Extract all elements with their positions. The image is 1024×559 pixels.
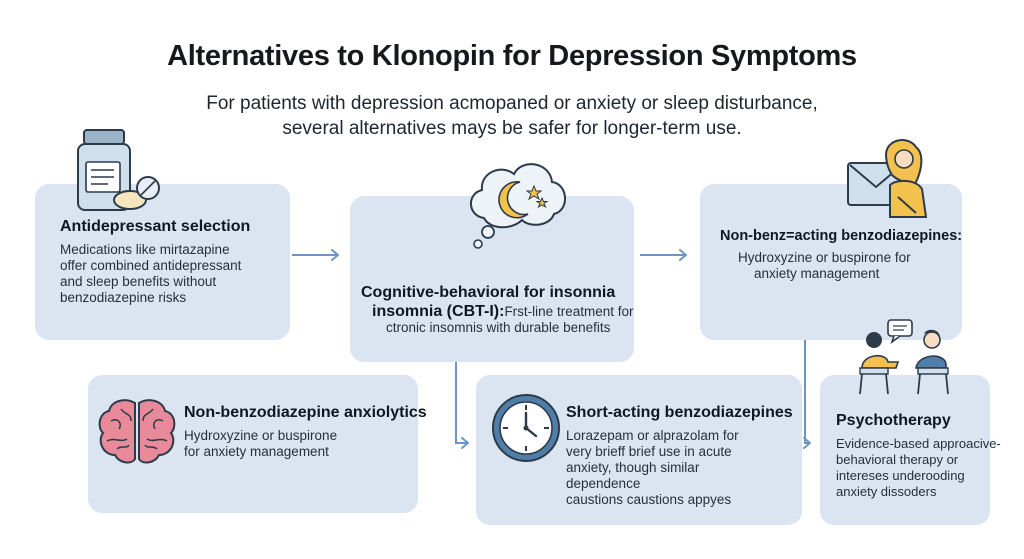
text-line: Evidence-based approacive- xyxy=(836,436,1001,451)
card-title-psychotherapy: Psychotherapy xyxy=(836,412,951,429)
cbti-body-line: ctronic insomnis with durable benefits xyxy=(386,320,611,335)
card-psychotherapy xyxy=(820,375,990,525)
pill-bottle-icon xyxy=(77,129,160,211)
text-line: benzodiazepine risks xyxy=(60,290,187,305)
cbti-title-line2: insomnia (CBT-I): xyxy=(372,303,505,320)
text-line: anxiety dissoders xyxy=(836,484,937,499)
text-line: for anxiety management xyxy=(184,444,329,459)
text-line: dependence xyxy=(566,476,641,491)
card-body-nonbenzo-anxiolytics: Hydroxyzine or buspirone for anxiety man… xyxy=(184,428,337,460)
text-line: behavioral therapy or xyxy=(836,452,959,467)
subtitle-line-1: For patients with depression acmopaned o… xyxy=(206,93,818,114)
text-line: and sleep benefits without xyxy=(60,274,217,289)
text-line: very brieff brief use in acute xyxy=(566,444,732,459)
card-body-antidepressant: Medications like mirtazapine offer combi… xyxy=(60,242,241,306)
text-line: caustions caustions appyes xyxy=(566,492,732,507)
moon-cloud-icon xyxy=(470,163,566,249)
text-line: anxiety, though similar xyxy=(566,460,700,475)
text-line: Medications like mirtazapine xyxy=(60,242,230,257)
card-title-antidepressant: Antidepressant selection xyxy=(60,218,251,235)
clock-icon xyxy=(492,394,560,462)
cbti-line2: insomnia (CBT-I):Frst-line treatment for xyxy=(372,304,633,320)
card-antidepressant-selection xyxy=(35,184,290,340)
person-at-screen-icon xyxy=(847,139,928,218)
arrow-cbti-to-nonbenz xyxy=(640,249,687,261)
arrow-nonbenz-to-psychotherapy xyxy=(803,340,811,449)
card-title-nonbenzo-anxiolytics: Non-benzodiazepine anxiolytics xyxy=(184,404,427,421)
therapy-session-icon xyxy=(859,319,949,395)
text-line: Lorazepam or alprazolam for xyxy=(566,428,739,443)
cbti-line2-rest: Frst-line treatment for xyxy=(504,304,634,319)
card-body-short-acting: Lorazepam or alprazolam for very brieff … xyxy=(566,428,739,508)
arrow-cbti-to-short-acting xyxy=(455,362,469,449)
arrow-antidepressant-to-cbti xyxy=(292,249,339,261)
brain-icon xyxy=(98,399,176,464)
card-title-cbti-line1: Cognitive-behavioral for insonnia xyxy=(361,284,616,301)
subtitle-line-2: several alternatives mays be safer for l… xyxy=(282,118,742,139)
text-line: intereses underooding xyxy=(836,468,965,483)
text-line: Hydroxyzine or buspirone for xyxy=(738,250,911,265)
page-subtitle: For patients with depression acmopaned o… xyxy=(0,91,1024,141)
page-title: Alternatives to Klonopin for Depression … xyxy=(167,40,857,72)
card-title-short-acting: Short-acting benzodiazepines xyxy=(566,404,793,421)
card-body-psychotherapy: Evidence-based approacive- behavioral th… xyxy=(836,436,1001,500)
card-body-nonbenz-acting: Hydroxyzine or buspirone for anxiety man… xyxy=(738,250,911,282)
text-line: offer combined antidepressant xyxy=(60,258,242,273)
card-body-cbti: insomnia (CBT-I):Frst-line treatment for… xyxy=(372,304,633,336)
text-line: Hydroxyzine or buspirone xyxy=(184,428,338,443)
text-line: anxiety management xyxy=(754,266,880,281)
card-title-nonbenz-acting: Non-benz=acting benzodiazepines: xyxy=(720,228,963,244)
